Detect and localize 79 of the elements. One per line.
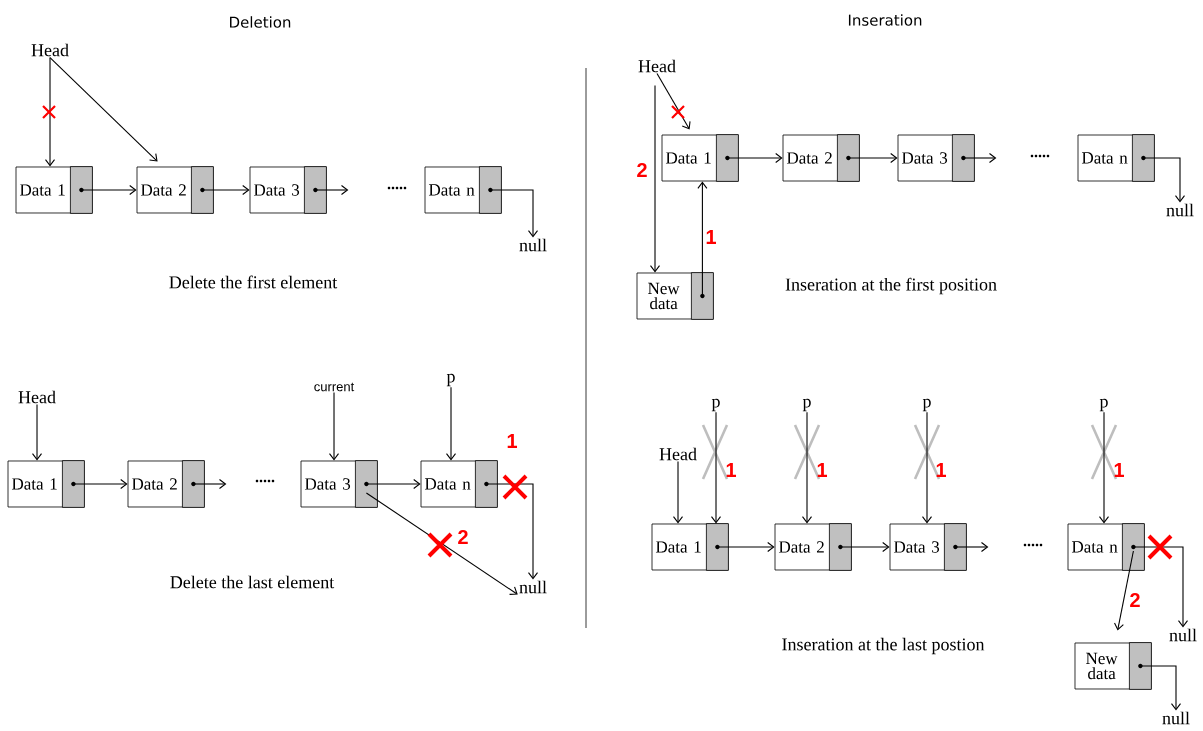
step-number: 2 [458,530,468,544]
list-node: Data n [1067,523,1145,571]
arrow [192,478,227,490]
step-number: 1 [936,463,946,477]
null-label: null [519,238,547,252]
caption: Inseration at the first position [785,277,997,295]
step-number: 1 [817,463,827,477]
arrow [726,152,783,164]
list-node: Data 2 [774,523,852,571]
list-node: Data 1 [661,134,739,182]
arrow [847,152,898,164]
step-number: 2 [1130,593,1140,607]
pointer-label: Head [638,59,676,73]
ellipsis: ..... [387,186,407,190]
arrow [328,391,340,461]
pointer-label: p [802,398,811,412]
list-node: Data 3 [300,460,378,508]
pointer-label: p [711,398,720,412]
pointer-label: p [446,373,455,387]
null-label: null [1162,711,1190,725]
step-number: 1 [706,230,716,244]
arrow [1098,411,1110,524]
list-node: Data 1 [7,460,85,508]
arrow [201,184,250,196]
caption: Delete the first element [169,275,338,289]
list-node: Data n [1077,134,1155,182]
arrow [489,189,539,238]
pointer-label: p [922,398,931,412]
section-title: Inseration [848,14,922,26]
arrow [649,85,661,273]
arrow [445,386,457,461]
arrow [49,57,158,162]
arrow [839,541,890,553]
section-title: Deletion [230,16,291,28]
null-label: null [519,580,547,594]
arrow [1142,157,1186,203]
list-node: Data n [420,460,498,508]
pointer-label: p [1099,398,1108,412]
arrow [954,541,989,553]
arrow [962,152,997,164]
arrow [365,478,421,490]
list-node: New data [636,272,714,320]
list-node: Data 3 [249,166,327,214]
arrow [716,541,775,553]
arrow [710,411,722,524]
arrow [1114,550,1134,631]
list-node: Data 3 [897,134,975,182]
step-number: 1 [1114,463,1124,477]
pointer-label: current [314,382,355,392]
step-number: 1 [507,434,517,448]
caption: Delete the last element [170,575,335,589]
caption: Inseration at the last postion [782,637,985,655]
arrow [80,184,137,196]
list-node: Data n [424,166,502,214]
arrow [697,181,708,297]
ellipsis: ..... [1030,154,1050,158]
arrow [801,411,813,524]
list-node: Data 2 [782,134,860,182]
ellipsis: ..... [1023,543,1043,547]
list-node: Data 2 [136,166,214,214]
list-node: New data [1074,642,1152,690]
list-node: Data 2 [127,460,205,508]
arrow [72,478,128,490]
ellipsis: ..... [255,479,275,483]
step-number: 1 [726,463,736,477]
list-node: Data 1 [651,523,729,571]
null-label: null [1166,203,1194,217]
list-node: Data 1 [15,166,93,214]
arrow [1139,665,1182,711]
arrow [672,460,684,524]
step-number: 2 [637,163,647,177]
arrow [921,411,933,524]
pointer-label: Head [31,43,69,57]
pointer-label: Head [659,447,697,461]
list-node: Data 3 [889,523,967,571]
arrow [31,403,43,461]
null-label: null [1169,628,1197,642]
pointer-label: Head [18,390,56,404]
arrow [314,184,349,196]
